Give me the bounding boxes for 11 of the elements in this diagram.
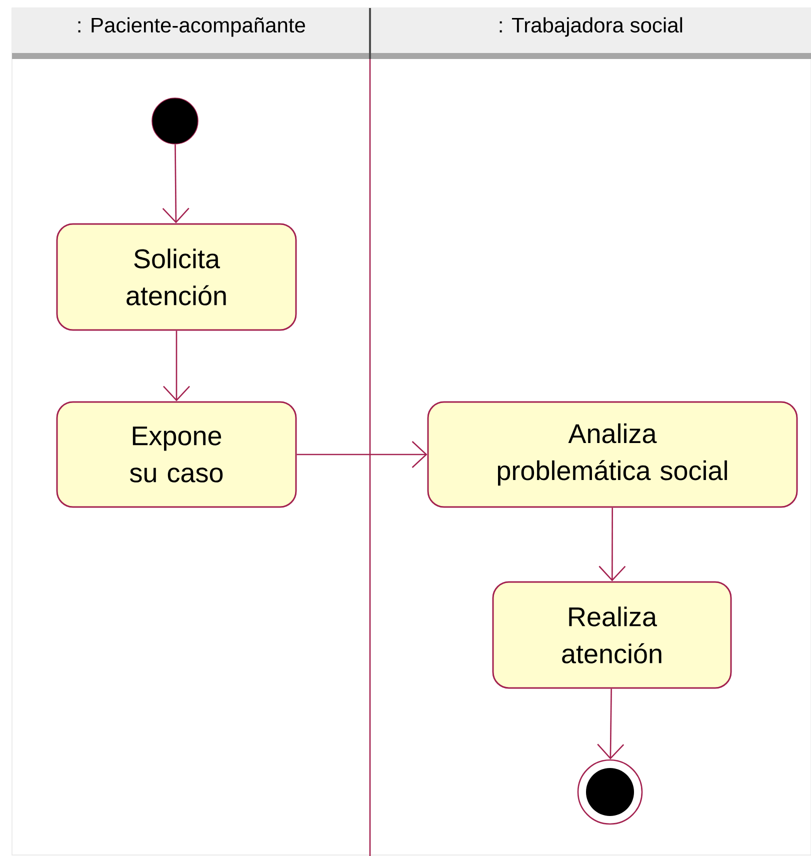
initial-node [152,98,198,144]
activity-box: Analiza problemática social [427,401,798,508]
activity-box: Expone su caso [56,401,297,508]
arrow [162,144,190,224]
arrow [163,330,190,402]
final-node [577,759,643,825]
arrow [597,688,624,760]
arrow [296,441,428,468]
activity-box: Solicita atención [56,223,297,331]
arrow [598,508,626,582]
activity-box: Realiza atención [492,581,732,689]
